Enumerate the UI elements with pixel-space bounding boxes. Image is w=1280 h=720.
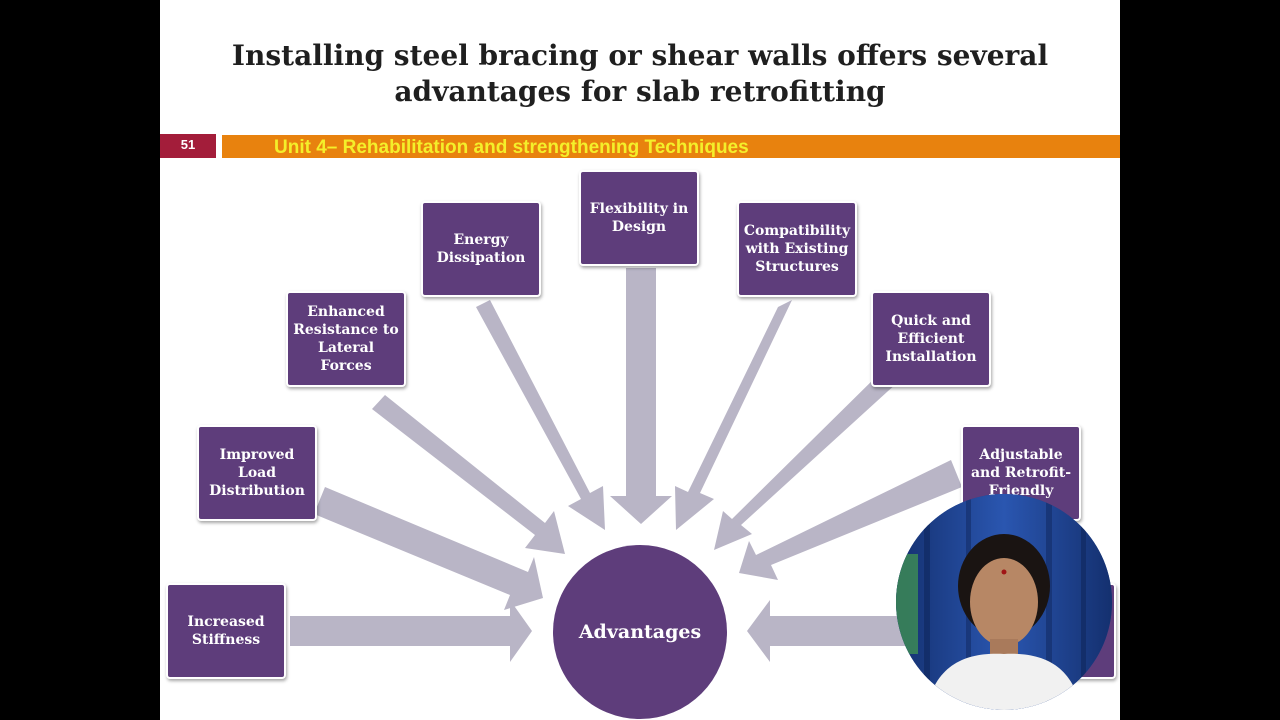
arrows-layer: [290, 268, 962, 662]
arrow-improved-load-distribution: [314, 487, 543, 610]
box-energy-dissipation: Energy Dissipation: [421, 201, 541, 297]
arrow-flexibility-in-design: [610, 268, 672, 524]
unit-banner-text: Unit 4– Rehabilitation and strengthening…: [274, 137, 749, 158]
box-flexibility-in-design: Flexibility in Design: [579, 170, 699, 266]
arrow-quick-installation: [714, 369, 898, 550]
box-label: Flexibility in Design: [589, 201, 689, 235]
slide: Installing steel bracing or shear walls …: [160, 0, 1120, 720]
box-increased-stiffness: Increased Stiffness: [166, 583, 286, 679]
slide-title-line-1: Installing steel bracing or shear walls …: [231, 39, 1049, 72]
box-improved-load-distribution: Improved Load Distribution: [197, 425, 317, 521]
unit-banner: Unit 4– Rehabilitation and strengthening…: [222, 135, 1120, 158]
box-quick-installation: Quick and Efficient Installation: [871, 291, 991, 387]
slide-title-line-2: advantages for slab retrofitting: [394, 75, 886, 108]
webcam-overlay: [896, 494, 1112, 710]
box-enhanced-resistance: Enhanced Resistance to Lateral Forces: [286, 291, 406, 387]
arrow-right-hidden: [747, 600, 920, 662]
box-label: Compatibility with Existing Structures: [743, 223, 851, 275]
slide-number: 51: [160, 134, 216, 158]
arrow-adjustable: [739, 460, 962, 580]
arrow-enhanced-resistance: [372, 395, 565, 554]
slide-title: Installing steel bracing or shear walls …: [160, 38, 1120, 110]
center-label: Advantages: [578, 621, 702, 643]
box-label: Enhanced Resistance to Lateral Forces: [293, 304, 399, 374]
box-compatibility: Compatibility with Existing Structures: [737, 201, 857, 297]
presenter-avatar: [896, 494, 1112, 710]
center-advantages: Advantages: [553, 545, 727, 719]
arrow-compatibility: [675, 300, 792, 530]
box-label: Energy Dissipation: [436, 232, 526, 266]
box-label: Improved Load Distribution: [209, 447, 305, 499]
box-label: Quick and Efficient Installation: [885, 313, 977, 365]
arrow-energy-dissipation: [476, 300, 605, 530]
box-label: Increased Stiffness: [187, 614, 265, 648]
box-label: Adjustable and Retrofit-Friendly: [970, 447, 1072, 499]
arrow-increased-stiffness: [290, 600, 532, 662]
